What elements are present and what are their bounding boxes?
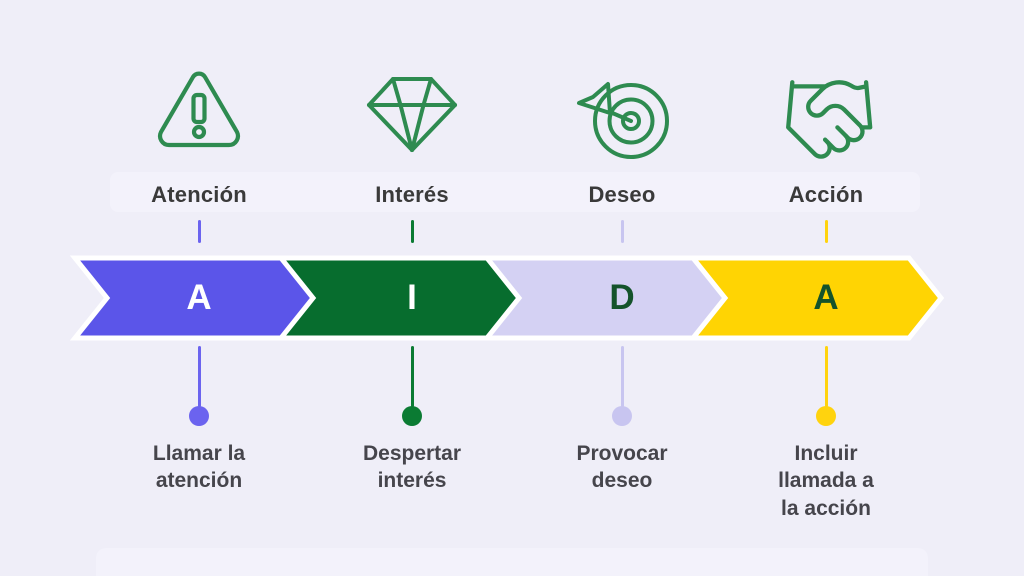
milestone-dot [189, 406, 209, 426]
connector-stem [197, 346, 201, 407]
handshake-icon [786, 80, 873, 159]
connector-tick [410, 220, 414, 243]
connector-tick [197, 220, 201, 243]
connector-tick [620, 220, 624, 243]
milestone-dot [402, 406, 422, 426]
warning-triangle-icon [157, 71, 241, 148]
stage-label-interes: Interés [375, 182, 449, 207]
caption-deseo: Provocar deseo [576, 442, 668, 493]
target-arrow-icon [577, 82, 669, 159]
stage-label-accion: Acción [788, 182, 864, 207]
caption-interes: Despertar interés [362, 442, 462, 493]
caption-accion: Incluir llamada a la acción [778, 442, 874, 520]
milestone-dot [816, 406, 836, 426]
band-letter-i: I [407, 278, 417, 317]
milestone-dot [612, 406, 632, 426]
caption-atencion: Llamar la atención [152, 442, 246, 493]
connector-tick [824, 220, 828, 243]
stage-label-atencion: Atención [151, 182, 247, 207]
diamond-icon [367, 77, 457, 152]
labels-backdrop-strip [110, 172, 920, 212]
aida-arrow-band [69, 255, 945, 341]
connector-stem [410, 346, 414, 407]
band-letter-d: D [609, 278, 635, 317]
chevron-action [687, 255, 945, 341]
connector-stem [824, 346, 828, 407]
band-letter-a2: A [813, 278, 839, 317]
band-letter-a1: A [186, 278, 212, 317]
stage-label-deseo: Deseo [588, 182, 656, 207]
bottom-card-edge [96, 548, 928, 576]
connector-stem [620, 346, 624, 407]
